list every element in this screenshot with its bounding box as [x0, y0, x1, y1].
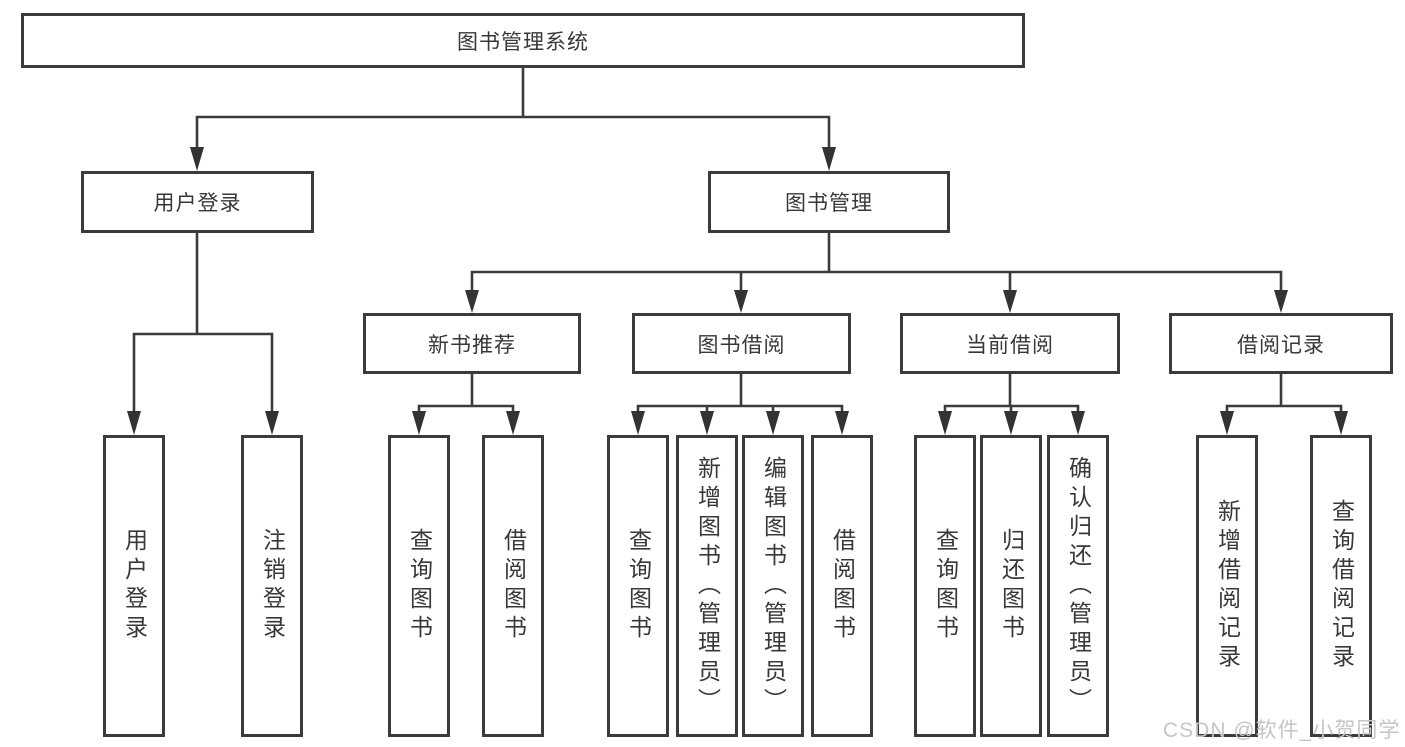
node-system-root: 图书管理系统	[21, 13, 1025, 68]
leaf-add-book-admin-label: 新增图书（管理员）	[694, 455, 721, 717]
node-book-borrowing: 图书借阅	[632, 313, 851, 374]
node-current-borrowing: 当前借阅	[900, 313, 1120, 374]
leaf-return-books-label: 归还图书	[998, 528, 1025, 644]
leaf-borrow-books-recommend: 借阅图书	[482, 435, 544, 737]
leaf-user-login-label: 用户登录	[121, 528, 148, 644]
csdn-watermark: CSDN @软件_小贺同学	[1163, 719, 1401, 742]
leaf-query-books-borrowing: 查询图书	[607, 435, 669, 737]
node-user-login: 用户登录	[81, 171, 314, 233]
leaf-confirm-return-admin-label: 确认归还（管理员）	[1065, 455, 1092, 717]
node-system-root-label: 图书管理系统	[457, 30, 589, 54]
leaf-logout-label: 注销登录	[259, 528, 286, 644]
node-book-borrowing-label: 图书借阅	[697, 333, 786, 357]
leaf-query-books-recommend: 查询图书	[388, 435, 450, 737]
node-borrowing-records: 借阅记录	[1169, 313, 1393, 374]
leaf-add-book-admin: 新增图书（管理员）	[676, 435, 738, 737]
leaf-query-books-current-label: 查询图书	[932, 528, 959, 644]
leaf-query-books-recommend-label: 查询图书	[406, 528, 433, 644]
leaf-add-borrow-record-label: 新增借阅记录	[1214, 499, 1241, 673]
node-current-borrowing-label: 当前借阅	[966, 333, 1054, 357]
leaf-add-borrow-record: 新增借阅记录	[1196, 435, 1258, 737]
leaf-query-borrow-record-label: 查询借阅记录	[1328, 499, 1355, 673]
leaf-logout: 注销登录	[241, 435, 303, 737]
node-book-management-label: 图书管理	[785, 192, 873, 215]
leaf-borrow-books-recommend-label: 借阅图书	[500, 528, 527, 644]
leaf-edit-book-admin: 编辑图书（管理员）	[742, 435, 804, 737]
node-new-book-recommend: 新书推荐	[363, 313, 581, 374]
leaf-query-books-current: 查询图书	[914, 435, 976, 737]
leaf-query-books-borrowing-label: 查询图书	[625, 528, 652, 644]
arrowheads	[127, 147, 1348, 435]
node-book-management: 图书管理	[708, 171, 950, 233]
leaf-edit-book-admin-label: 编辑图书（管理员）	[760, 455, 787, 717]
leaf-confirm-return-admin: 确认归还（管理员）	[1047, 435, 1109, 737]
leaf-user-login: 用户登录	[103, 435, 165, 737]
node-borrowing-records-label: 借阅记录	[1237, 333, 1325, 357]
node-user-login-label: 用户登录	[153, 192, 242, 215]
leaf-borrow-books-borrowing-label: 借阅图书	[829, 528, 856, 644]
leaf-borrow-books-borrowing: 借阅图书	[811, 435, 873, 737]
leaf-query-borrow-record: 查询借阅记录	[1310, 435, 1372, 737]
node-new-book-recommend-label: 新书推荐	[428, 333, 516, 357]
leaf-return-books: 归还图书	[980, 435, 1042, 737]
